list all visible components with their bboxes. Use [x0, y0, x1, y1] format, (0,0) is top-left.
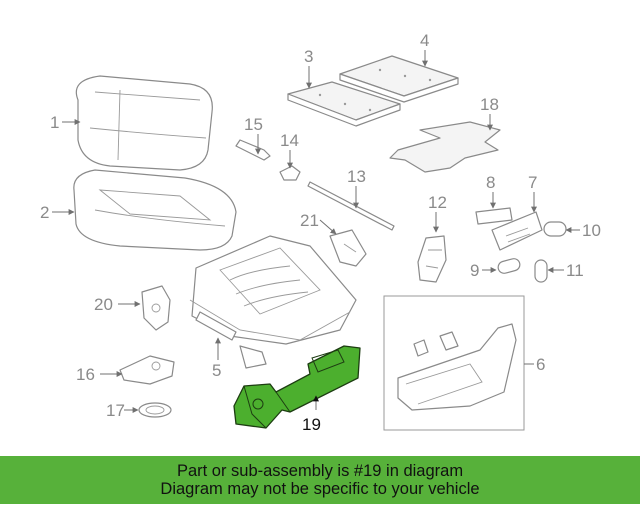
callout-label: 18: [480, 95, 499, 114]
part-7-switch-panel[interactable]: [491, 211, 543, 251]
callout-6: 6: [524, 355, 545, 374]
part-21-bracket[interactable]: [329, 229, 367, 267]
callout-17: 17: [106, 401, 139, 420]
callout-7: 7: [528, 173, 537, 213]
callout-19: 19: [302, 395, 321, 434]
seat-parts-diagram: 1 2 3 4 18 15: [40, 31, 601, 434]
callout-2: 2: [40, 203, 75, 222]
callout-label: 1: [50, 113, 59, 132]
callout-label: 19: [302, 415, 321, 434]
callout-label: 9: [470, 261, 479, 280]
callout-label: 7: [528, 173, 537, 192]
part-6-side-shield[interactable]: [383, 295, 525, 431]
callout-label: 6: [536, 355, 545, 374]
callout-label: 10: [582, 221, 601, 240]
part-11-knob[interactable]: [534, 259, 548, 283]
callout-3: 3: [304, 47, 313, 89]
part-2-seat-pad[interactable]: [73, 169, 237, 251]
callout-label: 12: [428, 193, 447, 212]
part-4-panel[interactable]: [339, 55, 459, 103]
callout-label: 21: [300, 211, 319, 230]
part-18-heater-mat[interactable]: [389, 121, 501, 173]
callout-label: 2: [40, 203, 49, 222]
part-1-seat-cover[interactable]: [75, 75, 213, 171]
callout-20: 20: [94, 295, 141, 314]
part-15-bracket[interactable]: [235, 139, 271, 161]
callout-label: 16: [76, 365, 95, 384]
part-3-panel[interactable]: [287, 81, 401, 127]
part-20-bracket[interactable]: [141, 285, 171, 331]
callout-11: 11: [547, 261, 584, 280]
callout-label: 13: [347, 167, 366, 186]
callout-5: 5: [212, 337, 221, 380]
callout-16: 16: [76, 365, 123, 384]
callout-8: 8: [486, 173, 496, 209]
callout-14: 14: [280, 131, 299, 169]
part-17-washer[interactable]: [138, 402, 172, 418]
callout-label: 8: [486, 173, 495, 192]
part-19-rail-cover[interactable]: [233, 345, 361, 429]
part-14-clip[interactable]: [279, 165, 301, 181]
part-8-switch[interactable]: [475, 207, 513, 225]
callout-1: 1: [50, 113, 81, 132]
info-banner: Part or sub-assembly is #19 in diagram D…: [0, 456, 640, 504]
part-16-bracket[interactable]: [119, 355, 175, 385]
part-5-seat-frame[interactable]: [189, 235, 357, 369]
callout-12: 12: [428, 193, 447, 233]
callout-4: 4: [420, 31, 429, 67]
callout-9: 9: [470, 261, 497, 280]
callout-label: 15: [244, 115, 263, 134]
banner-line-2: Diagram may not be specific to your vehi…: [160, 480, 480, 498]
part-13-rod[interactable]: [307, 181, 395, 231]
part-10-knob[interactable]: [543, 221, 567, 237]
callout-label: 14: [280, 131, 299, 150]
callout-label: 17: [106, 401, 125, 420]
part-12-motor[interactable]: [417, 235, 447, 283]
part-9-knob[interactable]: [497, 257, 521, 274]
callout-label: 4: [420, 31, 429, 50]
callout-label: 3: [304, 47, 313, 66]
callout-label: 11: [566, 261, 584, 280]
callout-18: 18: [480, 95, 499, 131]
callout-13: 13: [347, 167, 366, 209]
callout-15: 15: [244, 115, 263, 155]
callout-10: 10: [565, 221, 601, 240]
callout-label: 5: [212, 361, 221, 380]
callout-label: 20: [94, 295, 113, 314]
callout-21: 21: [300, 211, 337, 235]
banner-line-1: Part or sub-assembly is #19 in diagram: [176, 462, 464, 480]
